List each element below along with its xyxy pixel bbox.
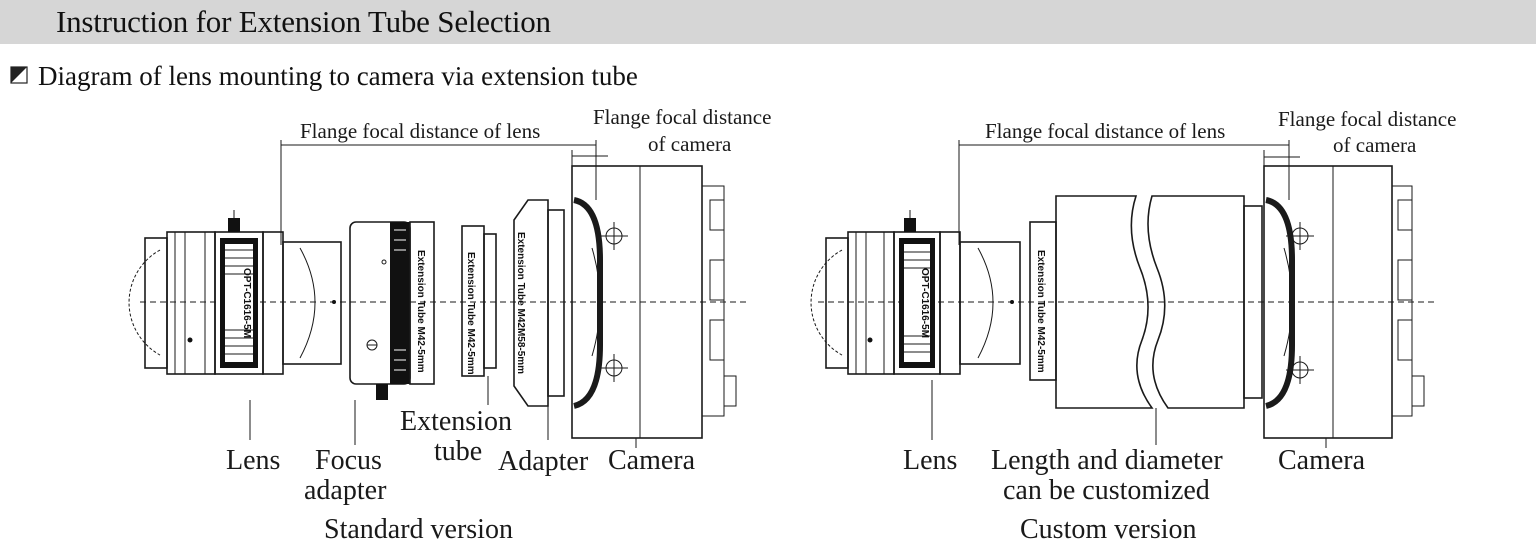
custom-camera-flange-label-line2: of camera (1333, 133, 1417, 157)
custom-label-lens: Lens (903, 445, 957, 476)
extension-tube-drawing: Extension Tube M42-5mm (461, 225, 497, 377)
section-bullet-icon (10, 66, 28, 84)
label-focus-adapter-line1: Focus (315, 445, 382, 476)
custom-camera-flange-dimension: Flange focal distance of camera (1263, 107, 1456, 200)
tube-engraving-1: Extension Tube M42-5mm (415, 250, 426, 373)
standard-leader-lines (249, 376, 637, 448)
camera-flange-label-line1: Flange focal distance (593, 105, 771, 129)
camera-drawing (571, 165, 737, 439)
custom-lens-flange-dimension: Flange focal distance of lens (958, 119, 1290, 245)
lens-drawing: OPT-C1616-5M (128, 210, 342, 375)
custom-label-customizable-line2: can be customized (1003, 475, 1210, 506)
custom-camera-flange-label-line1: Flange focal distance (1278, 107, 1456, 131)
custom-tube-ring-drawing: Extension Tube M42-5mm (1029, 221, 1057, 381)
custom-camera-drawing (1263, 165, 1425, 439)
custom-label-customizable-line1: Length and diameter (991, 445, 1223, 476)
lens-flange-label: Flange focal distance of lens (300, 119, 540, 143)
adapter-drawing: Extension Tube M42M58-5mm (513, 199, 565, 407)
tube-engraving-2: Extension Tube M42-5mm (465, 252, 476, 375)
label-extension-tube-line2: tube (434, 436, 482, 467)
custom-label-camera: Camera (1278, 445, 1366, 476)
caption-standard-version: Standard version (324, 514, 513, 545)
tube-engraving-3: Extension Tube M42M58-5mm (515, 232, 526, 374)
section-subtitle: Diagram of lens mounting to camera via e… (38, 61, 638, 91)
custom-lens-drawing: OPT-C1616-5M (810, 210, 1021, 375)
custom-version-diagram: Flange focal distance of lens Flange foc… (810, 107, 1456, 545)
label-focus-adapter-line2: adapter (304, 475, 387, 506)
standard-version-diagram: Flange focal distance of lens Flange foc… (128, 105, 771, 545)
label-camera: Camera (608, 445, 696, 476)
custom-leader-lines (931, 380, 1327, 448)
camera-flange-label-line2: of camera (648, 132, 732, 156)
lens-engraving: OPT-C1616-5M (241, 268, 252, 338)
label-extension-tube-line1: Extension (400, 406, 512, 437)
label-adapter: Adapter (498, 446, 589, 477)
custom-lens-flange-label: Flange focal distance of lens (985, 119, 1225, 143)
page-title: Instruction for Extension Tube Selection (56, 4, 551, 39)
custom-tube-engraving: Extension Tube M42-5mm (1035, 250, 1046, 373)
header-bar (0, 0, 1536, 44)
camera-flange-dimension: Flange focal distance of camera (571, 105, 771, 200)
custom-long-tube-drawing (1055, 195, 1263, 409)
caption-custom-version: Custom version (1020, 514, 1197, 545)
label-lens: Lens (226, 445, 280, 476)
lens-flange-dimension: Flange focal distance of lens (280, 119, 597, 245)
custom-lens-engraving: OPT-C1616-5M (919, 268, 930, 338)
focus-adapter-drawing: Extension Tube M42-5mm (349, 221, 435, 400)
